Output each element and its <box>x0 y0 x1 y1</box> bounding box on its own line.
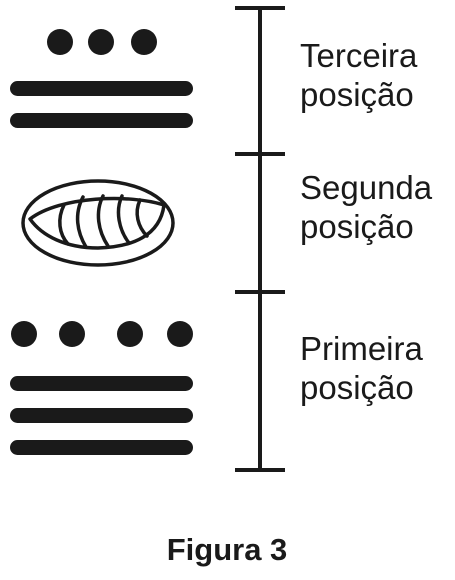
numeral-bar <box>10 440 193 455</box>
numeral-bar <box>10 113 193 128</box>
second-position-label: Segunda posição <box>300 169 433 245</box>
shell-rib <box>75 195 88 249</box>
position-scale <box>235 6 285 472</box>
shell-rib <box>96 194 110 248</box>
numeral-dot <box>88 29 114 55</box>
third-position-label-line1: Terceira <box>300 37 418 74</box>
numeral-bar <box>10 376 193 391</box>
shell-rib <box>116 194 131 245</box>
shell-inner-lip <box>28 196 166 250</box>
numeral-dot <box>11 321 37 347</box>
third-position-label-line2: posição <box>300 76 414 113</box>
first-position-numeral <box>10 321 193 455</box>
shell-zero-icon <box>21 179 175 267</box>
shell-outline <box>21 179 175 267</box>
shell-rib <box>58 203 70 246</box>
second-position-label-line2: posição <box>300 208 414 245</box>
first-position-label-line1: Primeira <box>300 330 423 367</box>
numeral-dot <box>59 321 85 347</box>
numeral-bar <box>10 81 193 96</box>
shell-rib <box>135 198 149 238</box>
third-position-numeral <box>10 29 193 128</box>
numeral-dot <box>167 321 193 347</box>
numeral-dot <box>117 321 143 347</box>
figure-caption: Figura 3 <box>167 532 288 567</box>
second-position-label-line1: Segunda <box>300 169 433 206</box>
first-position-label: Primeira posição <box>300 330 423 406</box>
numeral-dot <box>47 29 73 55</box>
numeral-dot <box>131 29 157 55</box>
numeral-bar <box>10 408 193 423</box>
first-position-label-line2: posição <box>300 369 414 406</box>
third-position-label: Terceira posição <box>300 37 418 113</box>
